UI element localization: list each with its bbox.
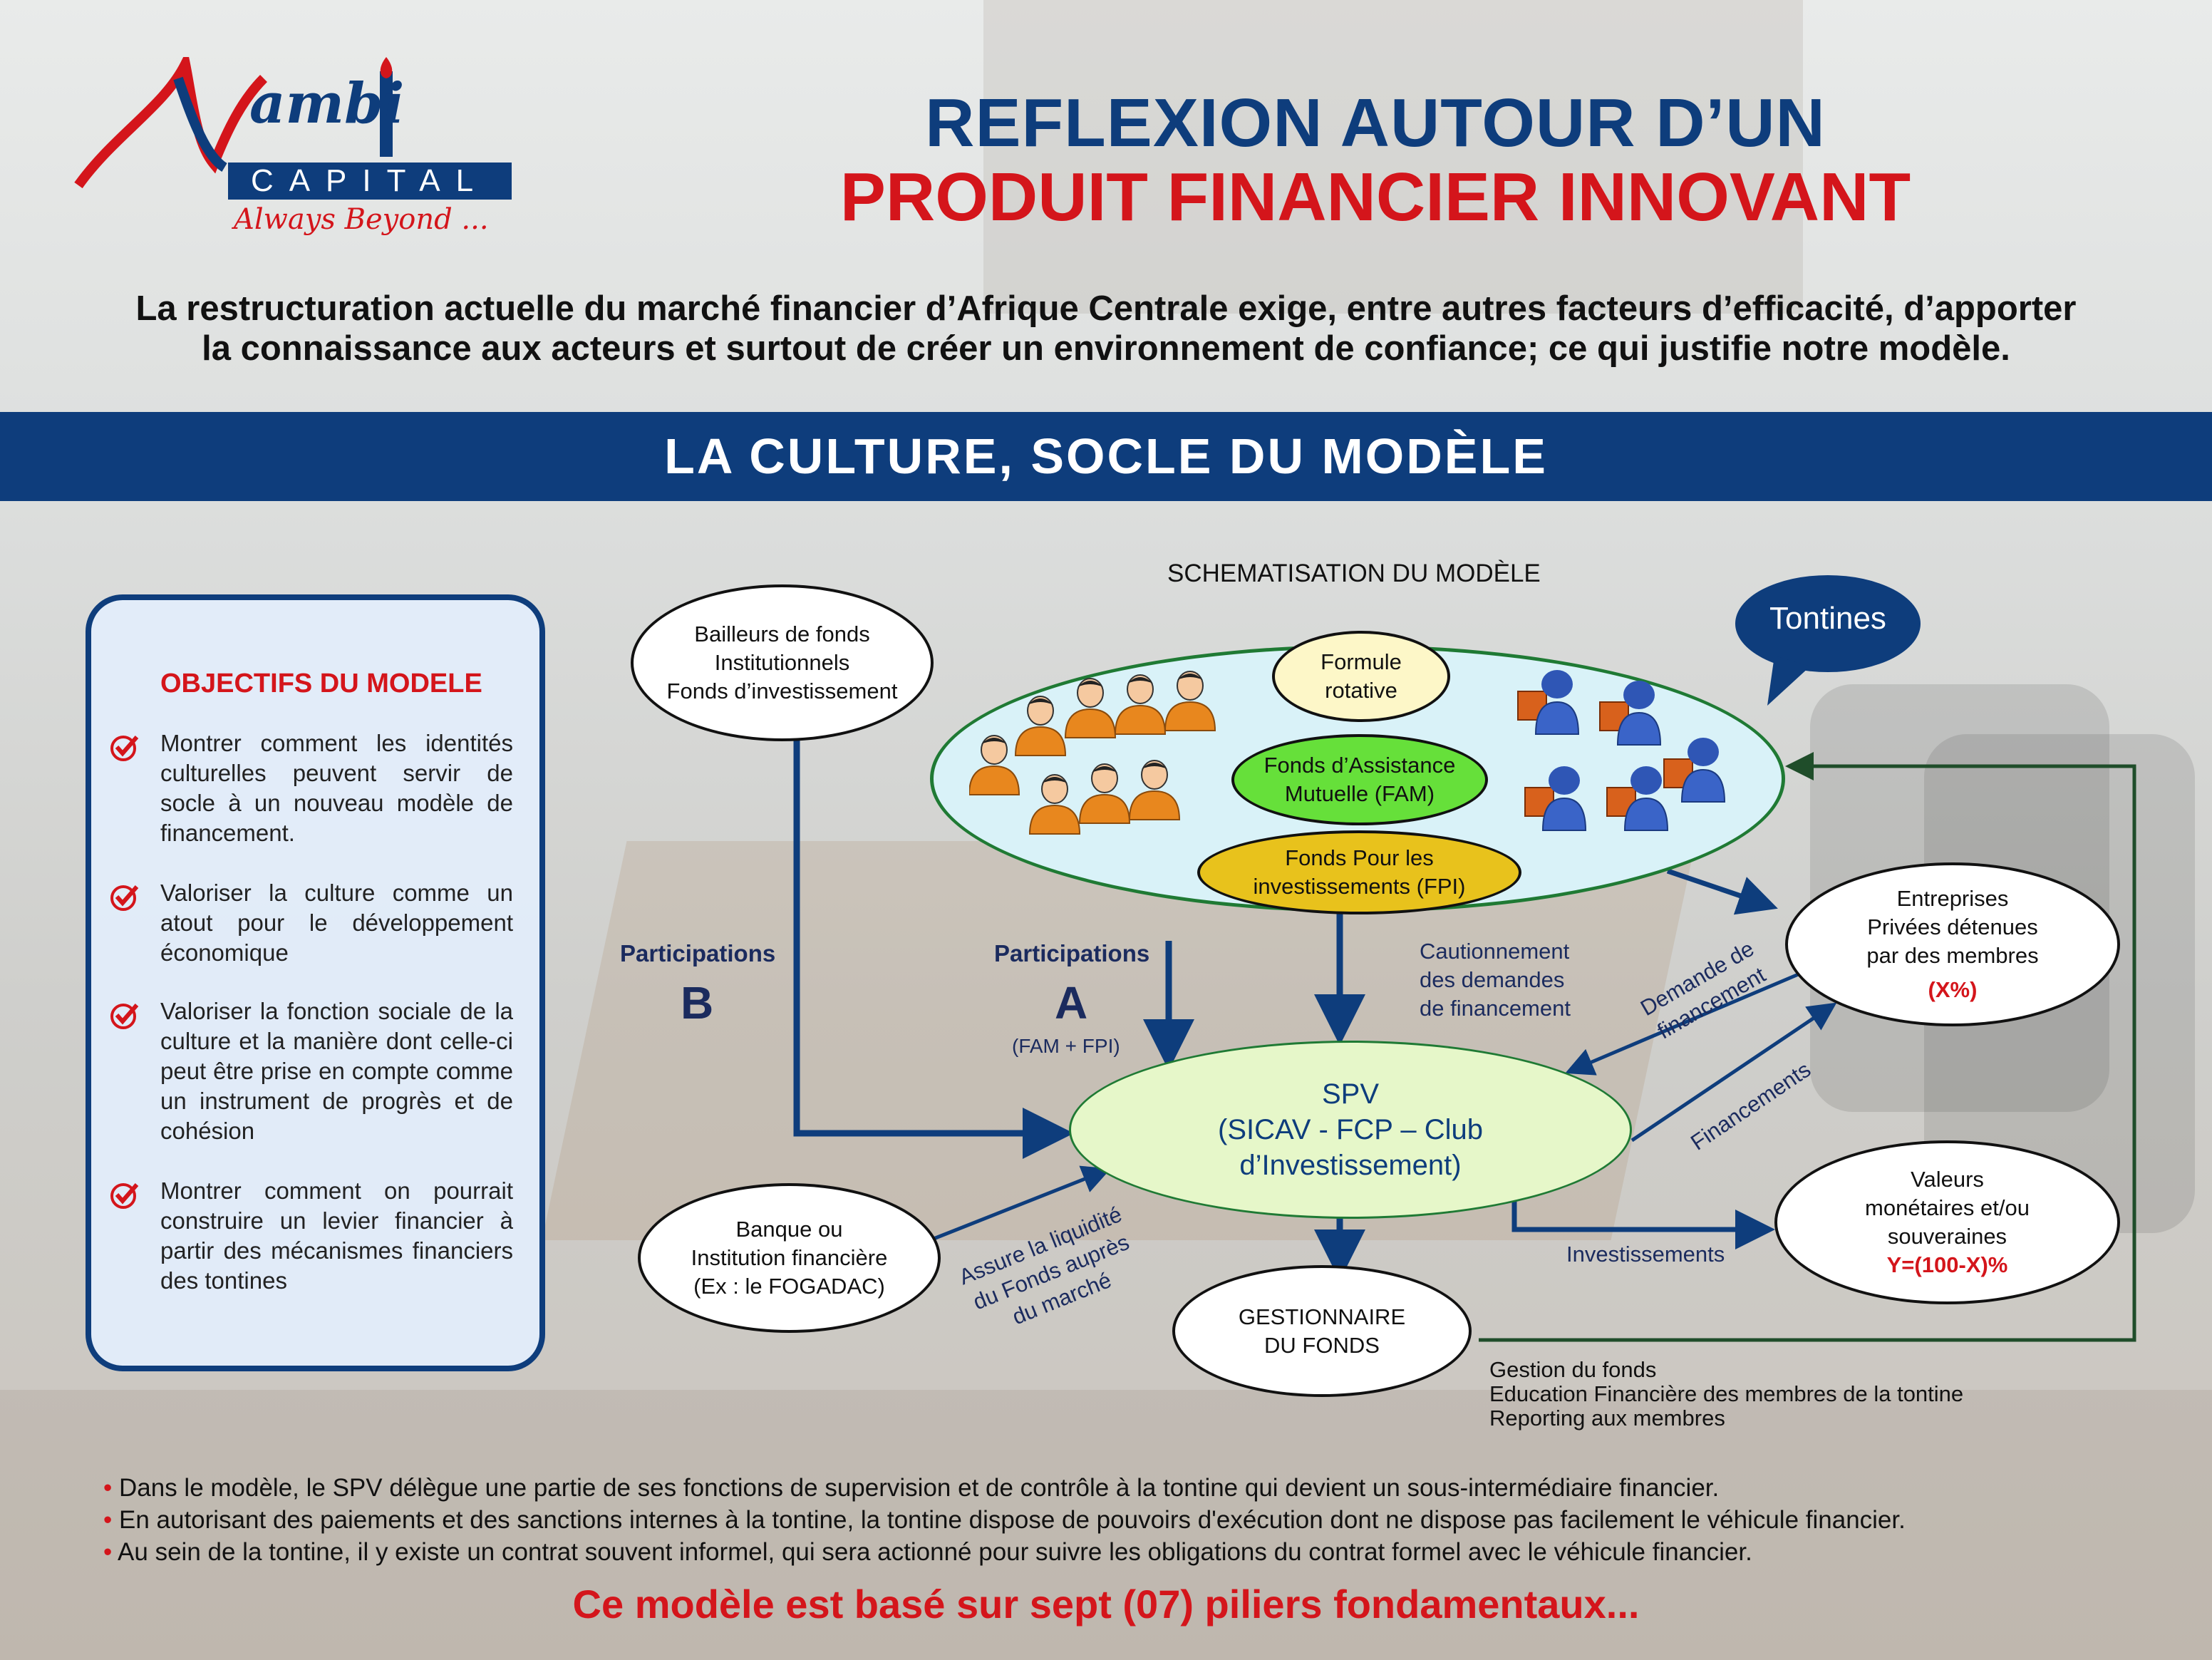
note-line: Education Financière des membres de la t… xyxy=(1489,1382,1963,1406)
node-text: par des membres xyxy=(1866,942,2038,970)
bullet-text: Au sein de la tontine, il y existe un co… xyxy=(118,1538,1752,1566)
note-line: Gestion du fonds xyxy=(1489,1358,1963,1382)
participations-b-letter: B xyxy=(681,978,713,1028)
person-orange-icon xyxy=(1065,679,1115,738)
node-text: monétaires et/ou xyxy=(1865,1194,2030,1222)
node-text: (Ex : le FOGADAC) xyxy=(691,1272,888,1301)
tontine-members-group xyxy=(969,666,1240,859)
tontines-label: Tontines xyxy=(1732,604,1924,633)
worker-blue-icon xyxy=(1600,681,1660,745)
node-text: (X%) xyxy=(1866,976,2038,1004)
participations-a-label: Participations xyxy=(994,939,1149,968)
gestion-notes: Gestion du fonds Education Financière de… xyxy=(1489,1358,1963,1430)
bullet-text: Dans le modèle, le SPV délègue une parti… xyxy=(119,1474,1719,1502)
node-text: DU FONDS xyxy=(1239,1331,1405,1360)
bullet-dot-icon: • xyxy=(103,1474,119,1502)
arrow-tontines-to-entreprises xyxy=(1668,871,1764,904)
node-text: d’Investissement) xyxy=(1218,1148,1483,1183)
worker-blue-icon xyxy=(1607,766,1668,830)
label-line: des demandes xyxy=(1420,966,1571,994)
node-text: Y=(100-X)% xyxy=(1865,1251,2030,1279)
node-text: Bailleurs de fonds xyxy=(667,620,898,649)
node-text: investissements (FPI) xyxy=(1253,872,1465,901)
closing-statement: Ce modèle est basé sur sept (07) piliers… xyxy=(0,1581,2212,1627)
person-orange-icon xyxy=(1080,764,1130,823)
node-text: Mutuelle (FAM) xyxy=(1264,780,1456,808)
arrow-investissements xyxy=(1514,1190,1760,1229)
node-text: Banque ou xyxy=(691,1215,888,1244)
node-text: Valeurs xyxy=(1865,1165,2030,1194)
worker-blue-icon xyxy=(1525,766,1586,830)
bullet-dot-icon: • xyxy=(103,1538,118,1566)
node-text: (SICAV - FCP – Club xyxy=(1218,1112,1483,1148)
entreprises-node: EntreprisesPrivées détenuespar des membr… xyxy=(1785,862,2120,1026)
bullet-text: En autorisant des paiements et des sanct… xyxy=(119,1506,1906,1534)
label-line: de financement xyxy=(1420,994,1571,1023)
node-text: Entreprises xyxy=(1866,885,2038,913)
person-orange-icon xyxy=(1015,696,1065,756)
person-orange-icon xyxy=(969,736,1019,795)
participations-a-letter: A xyxy=(1055,978,1087,1028)
node-text: Institution financière xyxy=(691,1244,888,1272)
worker-blue-icon xyxy=(1518,670,1578,734)
node-text: souveraines xyxy=(1865,1222,2030,1251)
person-orange-icon xyxy=(1030,775,1080,834)
person-orange-icon xyxy=(1115,675,1165,734)
node-text: Fonds Pour les xyxy=(1253,844,1465,872)
bullet-item: • Dans le modèle, le SPV délègue une par… xyxy=(103,1472,2170,1504)
bullet-item: • Au sein de la tontine, il y existe un … xyxy=(103,1536,2170,1568)
node-text: Privées détenues xyxy=(1866,913,2038,942)
participations-b-label: Participations xyxy=(620,939,775,968)
node-text: Fonds d’Assistance xyxy=(1264,751,1456,780)
bullet-list: • Dans le modèle, le SPV délègue une par… xyxy=(103,1472,2170,1568)
node-text: Formule xyxy=(1321,648,1402,676)
node-text: Institutionnels xyxy=(667,649,898,677)
tontines-bubble-icon xyxy=(1732,574,1924,716)
bullet-dot-icon: • xyxy=(103,1506,119,1534)
node-text: GESTIONNAIRE xyxy=(1239,1303,1405,1331)
bullet-item: • En autorisant des paiements et des san… xyxy=(103,1504,2170,1536)
note-line: Reporting aux membres xyxy=(1489,1406,1963,1430)
person-orange-icon xyxy=(1130,761,1179,820)
tontine-workers-group xyxy=(1511,663,1746,855)
node-text: rotative xyxy=(1321,676,1402,705)
node-text: SPV xyxy=(1218,1076,1483,1112)
participations-a-note: (FAM + FPI) xyxy=(1012,1032,1120,1061)
node-text: Fonds d’investissement xyxy=(667,677,898,706)
label-line: Cautionnement xyxy=(1420,937,1571,966)
cautionnement-label: Cautionnement des demandes de financemen… xyxy=(1420,937,1571,1023)
person-orange-icon xyxy=(1165,671,1215,731)
diagram-title: SCHEMATISATION DU MODÈLE xyxy=(1167,560,1541,588)
worker-blue-icon xyxy=(1664,738,1725,802)
investissements-label: Investissements xyxy=(1566,1240,1725,1269)
